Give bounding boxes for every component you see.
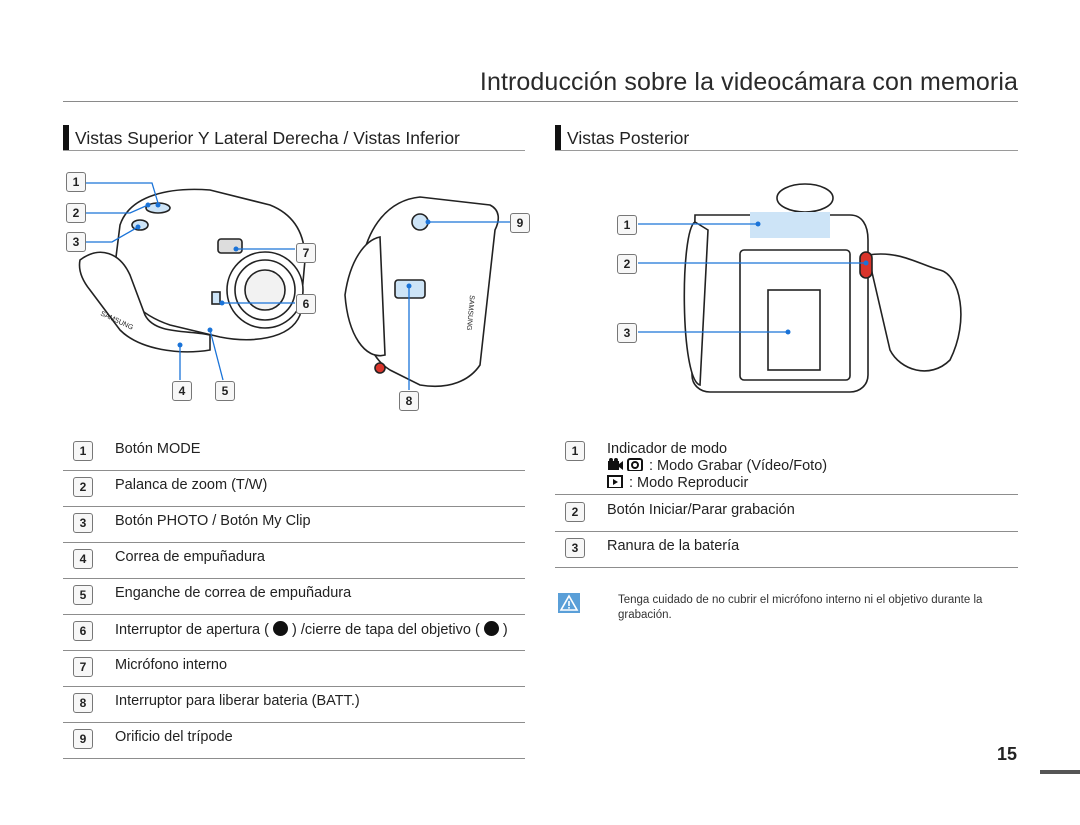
- item-label-part: ) /cierre de tapa del objetivo (: [292, 622, 480, 638]
- item-number: 8: [73, 693, 93, 713]
- list-item: 2 Botón Iniciar/Parar grabación: [555, 495, 1018, 532]
- camcorder-bottom-view: [344, 196, 500, 388]
- item-label: Ranura de la batería: [607, 538, 740, 554]
- item-label: Orificio del trípode: [115, 729, 233, 745]
- callout-lines-right: [638, 223, 866, 333]
- item-number: 1: [565, 441, 585, 461]
- item-label: Indicador de modo: [607, 441, 728, 457]
- callout-2: 2: [66, 203, 86, 223]
- list-item: 5 Enganche de correa de empuñadura: [63, 578, 525, 615]
- left-section-heading-text: Vistas Superior Y Lateral Derecha / Vist…: [75, 128, 460, 148]
- list-item: 2 Palanca de zoom (T/W): [63, 470, 525, 507]
- warning-icon: [558, 593, 580, 613]
- item-number: 4: [73, 549, 93, 569]
- item-label: Correa de empuñadura: [115, 549, 265, 565]
- item-label-part: Interruptor de apertura (: [115, 622, 269, 638]
- item-number: 2: [565, 502, 585, 522]
- item-number: 3: [73, 513, 93, 533]
- list-item: 7 Micrófono interno: [63, 650, 525, 687]
- rear-callout-3: 3: [617, 323, 637, 343]
- item-label: Botón MODE: [115, 441, 201, 457]
- item-label-part: ): [502, 622, 508, 638]
- lens-open-icon: [272, 621, 288, 636]
- page-number: 15: [996, 744, 1017, 764]
- right-section-heading-text: Vistas Posterior: [567, 128, 690, 148]
- rear-callout-2: 2: [617, 254, 637, 274]
- item-label: Micrófono interno: [115, 657, 228, 673]
- rear-callout-1: 1: [617, 215, 637, 235]
- item-sublabel: : Modo Grabar (Vídeo/Foto): [607, 458, 827, 474]
- list-item: 9 Orificio del trípode: [63, 722, 525, 759]
- callout-3: 3: [66, 232, 86, 252]
- list-item: 8 Interruptor para liberar bateria (BATT…: [63, 686, 525, 723]
- item-label: Palanca de zoom (T/W): [115, 477, 268, 493]
- item-number: 9: [73, 729, 93, 749]
- camcorder-rear-illustration: [638, 183, 962, 393]
- item-label: Interruptor de apertura ( ) /cierre de t…: [115, 621, 508, 638]
- camcorder-side-view: [78, 188, 306, 353]
- camcorder-side-bottom-illustration: SAMSUNG SAMSUNG: [78, 182, 510, 390]
- list-item: 1 Botón MODE: [63, 434, 525, 471]
- callout-lines-left: [82, 182, 510, 390]
- right-section-heading: Vistas Posterior: [555, 125, 690, 151]
- left-section-rule: [63, 150, 525, 151]
- item-number: 7: [73, 657, 93, 677]
- callout-8: 8: [399, 391, 419, 411]
- lens-close-icon: [483, 621, 499, 636]
- callout-5: 5: [215, 381, 235, 401]
- item-number: 6: [73, 621, 93, 641]
- callout-6: 6: [296, 294, 316, 314]
- video-photo-mode-icon: [608, 458, 643, 471]
- item-number: 5: [73, 585, 93, 605]
- item-label: Botón PHOTO / Botón My Clip: [115, 513, 311, 529]
- item-label: Botón Iniciar/Parar grabación: [607, 502, 795, 518]
- item-label: Enganche de correa de empuñadura: [115, 585, 352, 601]
- title-divider: [63, 101, 1018, 102]
- camcorder-rear-view: [683, 183, 962, 393]
- page-title: Introducción sobre la videocámara con me…: [479, 68, 1018, 96]
- list-item: 6 Interruptor de apertura ( ) /cierre de…: [63, 614, 525, 651]
- left-section-heading: Vistas Superior Y Lateral Derecha / Vist…: [63, 125, 460, 151]
- callout-dots-left: [135, 202, 431, 348]
- page-number-bar: [1040, 770, 1080, 774]
- caution-note: Tenga cuidado de no cubrir el micrófono …: [618, 594, 983, 621]
- item-sublabel-text: : Modo Reproducir: [629, 475, 749, 491]
- item-number: 2: [73, 477, 93, 497]
- play-mode-icon: [607, 475, 623, 488]
- list-item: 3 Ranura de la batería: [555, 531, 1018, 568]
- bottom-logo-text: SAMSUNG: [465, 295, 475, 331]
- item-label: Interruptor para liberar bateria (BATT.): [115, 693, 360, 709]
- callout-9: 9: [510, 213, 530, 233]
- list-item: 4 Correa de empuñadura: [63, 542, 525, 579]
- callout-4: 4: [172, 381, 192, 401]
- callout-1: 1: [66, 172, 86, 192]
- item-sublabel-text: : Modo Grabar (Vídeo/Foto): [649, 458, 828, 474]
- right-section-rule: [555, 150, 1018, 151]
- callout-7: 7: [296, 243, 316, 263]
- list-item: 1 Indicador de modo : Modo Grabar (Vídeo…: [555, 434, 1018, 495]
- callout-dots-right: [755, 221, 869, 335]
- item-sublabel: : Modo Reproducir: [607, 475, 748, 491]
- item-number: 3: [565, 538, 585, 558]
- item-number: 1: [73, 441, 93, 461]
- list-item: 3 Botón PHOTO / Botón My Clip: [63, 506, 525, 543]
